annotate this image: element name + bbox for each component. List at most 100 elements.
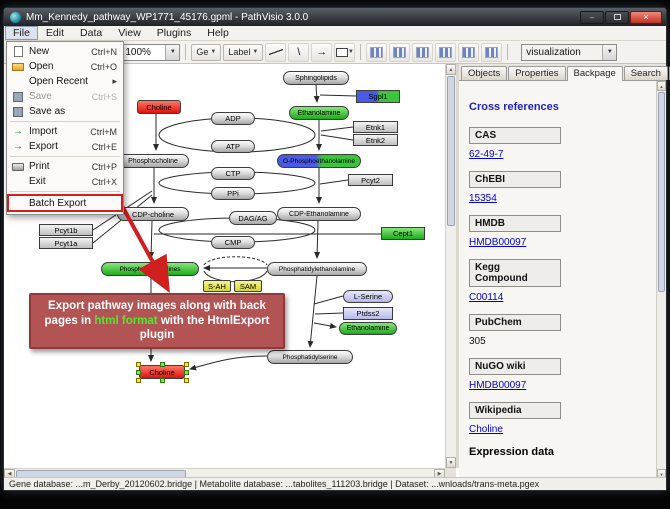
pathway-node-adp[interactable]: ADP (211, 112, 255, 125)
selection-handle[interactable] (136, 362, 141, 367)
gene-product-tool[interactable]: Ge▼ (191, 43, 222, 61)
pathway-node-cmp[interactable]: CMP (211, 236, 255, 249)
scroll-up-icon[interactable]: ▲ (446, 64, 456, 75)
pathway-node-phosphocholine[interactable]: Phosphocholine (117, 154, 189, 168)
pathway-node-sam[interactable]: SAM (234, 280, 262, 292)
scrollbar-thumb[interactable] (447, 76, 455, 226)
zoom-combobox[interactable]: 100% ▼ (120, 43, 181, 61)
menubar-item-data[interactable]: Data (80, 27, 103, 39)
selection-handle[interactable] (160, 362, 165, 367)
tab-backpage[interactable]: Backpage (566, 66, 623, 81)
pathway-node-phosphatidylserine[interactable]: Phosphatidylserine (267, 350, 353, 364)
pathway-node-phosphatidylcholines[interactable]: Phosphatidylcholines (101, 262, 199, 276)
xref-value-wikipedia[interactable]: Choline (469, 424, 503, 435)
pathway-node-ppi[interactable]: PPi (211, 187, 255, 200)
selection-handle[interactable] (136, 378, 141, 383)
canvas-vertical-scrollbar[interactable]: ▲ ▼ (445, 64, 456, 468)
selection-handle[interactable] (160, 378, 165, 383)
pathway-node-ethanolamine[interactable]: Ethanolamine (339, 322, 397, 335)
selection-handle[interactable] (184, 362, 189, 367)
xref-value-nugo-wiki[interactable]: HMDB00097 (469, 380, 527, 391)
pathway-node-o-phosphoethanolamine[interactable]: O-Phosphoethanolamine (277, 154, 361, 168)
menubar-item-view[interactable]: View (118, 27, 141, 39)
menu-separator (10, 121, 120, 122)
pathway-node-sphingolipids[interactable]: Sphingolipids (283, 71, 349, 85)
panel-vertical-scrollbar[interactable]: ▲ ▼ (656, 81, 666, 479)
pathway-node-phosphatidylethanolamine[interactable]: Phosphatidylethanolamine (267, 262, 367, 276)
pathway-node-ptdss2[interactable]: Ptdss2 (343, 307, 393, 320)
menubar-item-edit[interactable]: Edit (45, 27, 65, 39)
pathway-canvas[interactable]: Export pathway images along with back pa… (4, 64, 445, 468)
tab-search[interactable]: Search (623, 66, 668, 80)
pathway-node-pcyt1b[interactable]: Pcyt1b (39, 224, 93, 236)
menu-item-save-as[interactable]: Save as (7, 104, 123, 119)
pathway-node-sgpl1[interactable]: Sgpl1 (356, 90, 400, 103)
menubar-item-help[interactable]: Help (207, 27, 229, 39)
annotation-highlight: html format (94, 314, 158, 327)
label-tool[interactable]: Label▼ (223, 43, 264, 61)
pathway-node-s-ah[interactable]: S-AH (203, 280, 231, 292)
pathway-node-cdp-ethanolamine[interactable]: CDP-Ethanolamine (277, 207, 361, 221)
pathway-node-pcyt1a[interactable]: Pcyt1a (39, 237, 93, 249)
visualization-combobox[interactable]: visualization ▼ (521, 43, 618, 61)
chevron-down-icon[interactable]: ▼ (602, 44, 617, 60)
pathway-node-atp[interactable]: ATP (211, 140, 255, 153)
xref-value-chebi[interactable]: 15354 (469, 193, 497, 204)
close-button[interactable]: × (630, 10, 662, 24)
pathway-node-l-serine[interactable]: L-Serine (343, 290, 393, 303)
align-left-button[interactable] (412, 42, 434, 62)
scrollbar-thumb[interactable] (658, 92, 665, 292)
xref-value-cas[interactable]: 62-49-7 (469, 149, 504, 160)
pathway-node-etnk1[interactable]: Etnk1 (353, 121, 398, 133)
xref-value-hmdb[interactable]: HMDB00097 (469, 237, 527, 248)
selection-handle[interactable] (136, 370, 141, 375)
selection-handle[interactable] (184, 370, 189, 375)
chevron-down-icon[interactable]: ▼ (165, 44, 180, 60)
tab-objects[interactable]: Objects (461, 66, 508, 80)
pathway-node-dag-ag[interactable]: DAG/AG (229, 211, 277, 225)
menu-item-open-recent[interactable]: Open Recent▸ (7, 74, 123, 89)
tab-properties[interactable]: Properties (508, 66, 566, 80)
graphical-line-tool-button[interactable]: \ (288, 42, 310, 62)
node-label: CDP-Ethanolamine (289, 210, 349, 218)
panel-splitter[interactable] (456, 64, 459, 468)
pathway-node-choline[interactable]: Choline (137, 100, 181, 114)
menubar-item-plugins[interactable]: Plugins (156, 27, 192, 39)
selection-handle[interactable] (184, 378, 189, 383)
pathway-node-etnk2[interactable]: Etnk2 (353, 134, 398, 146)
pathway-node-pcyt2[interactable]: Pcyt2 (348, 174, 393, 186)
align-center-horizontal-button[interactable] (366, 42, 388, 62)
stack-horizontal-button[interactable] (481, 42, 503, 62)
tab-legend[interactable]: Legend (668, 66, 670, 80)
xref-value-kegg-compound[interactable]: C00114 (469, 292, 504, 303)
menubar-item-file[interactable]: File (5, 26, 38, 40)
align-right-button[interactable] (435, 42, 457, 62)
menu-item-batch-export[interactable]: Batch Export (7, 194, 123, 212)
pathway-node-ethanolamine[interactable]: Ethanolamine (289, 106, 349, 120)
pathway-node-ctp[interactable]: CTP (211, 167, 255, 180)
titlebar[interactable]: Mm_Kennedy_pathway_WP1771_45176.gpml - P… (4, 8, 666, 26)
scroll-down-icon[interactable]: ▼ (446, 457, 456, 468)
pathway-node-choline[interactable]: Choline (136, 362, 189, 383)
line-tool-button[interactable] (265, 42, 287, 62)
minimize-button[interactable]: – (580, 10, 604, 24)
shape-tool-button[interactable]: ▼ (334, 42, 356, 62)
scroll-up-icon[interactable]: ▲ (657, 81, 666, 91)
pathway-node-cept1[interactable]: Cept1 (381, 227, 425, 240)
maximize-button[interactable] (605, 10, 629, 24)
stack-vertical-button[interactable] (458, 42, 480, 62)
align-center-vertical-button[interactable] (389, 42, 411, 62)
pathway-node-cdp-choline[interactable]: CDP-choline (117, 207, 189, 221)
arrow-tool-button[interactable]: → (311, 42, 333, 62)
menu-shortcut: Ctrl+S (91, 91, 117, 102)
